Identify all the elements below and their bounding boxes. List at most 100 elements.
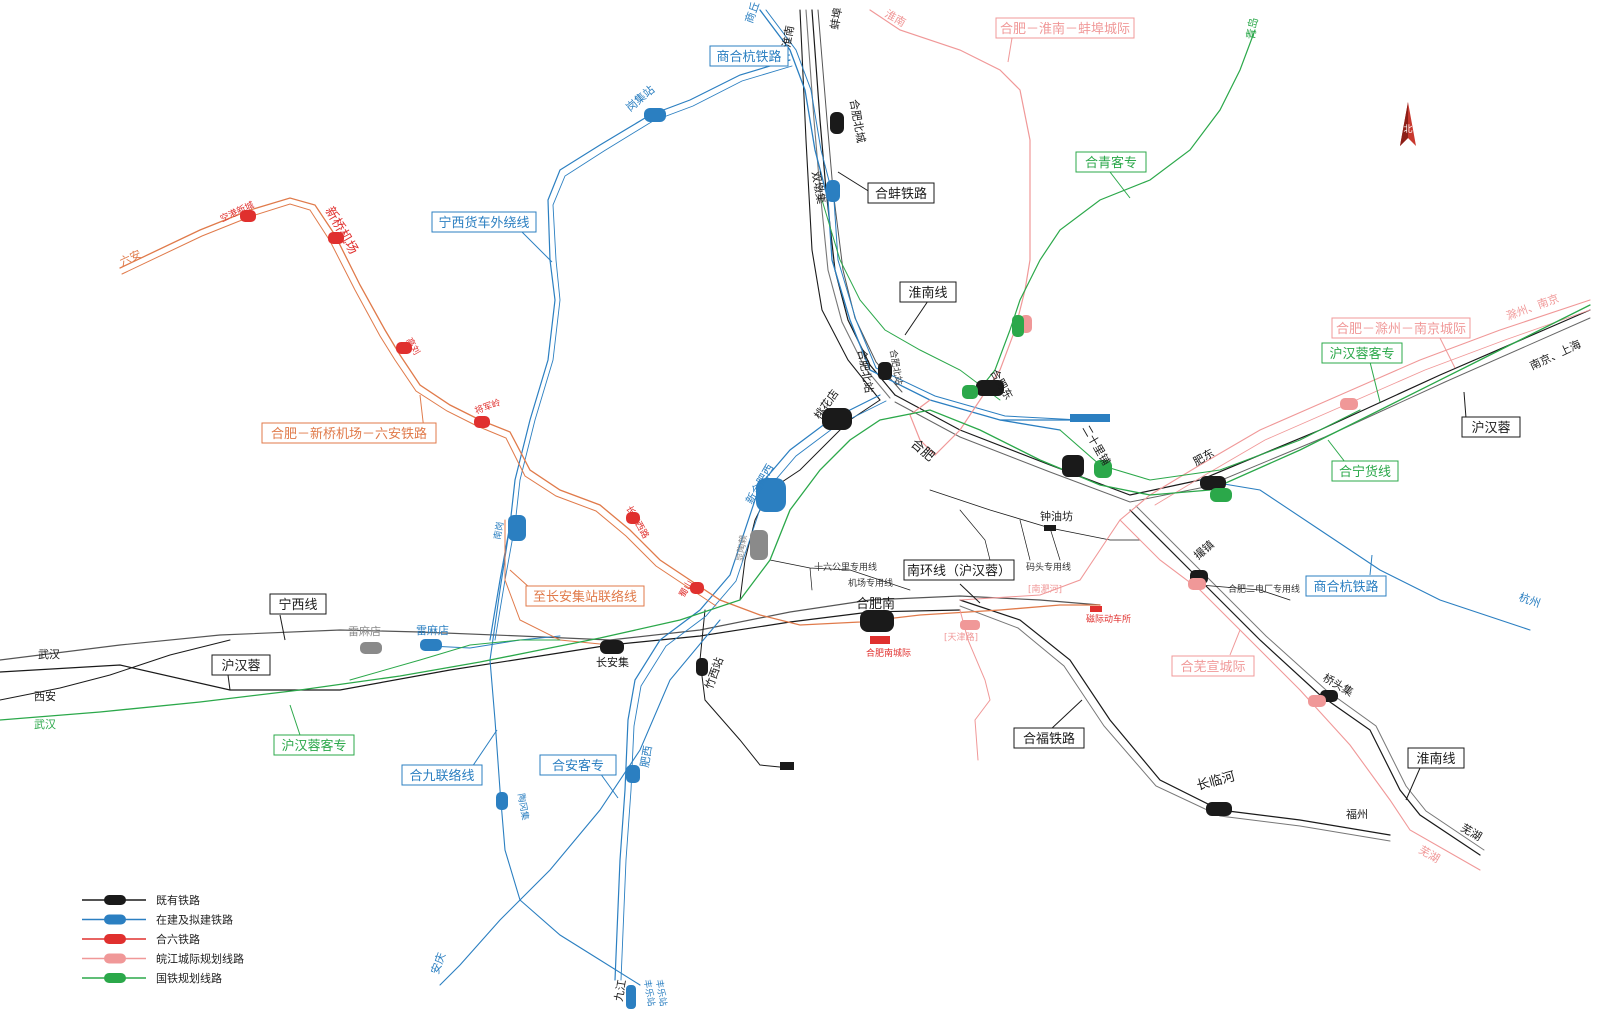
route-hejiu [489, 524, 641, 986]
callout-nanhuan: 南环线（沪汉蓉） [903, 559, 1015, 604]
legend-marker-helu [104, 934, 126, 944]
route-tianjinlu [959, 609, 991, 761]
label-leimadian-gray: 雷麻店 [348, 624, 381, 638]
callout-helu-rail: 合肥－新桥机场－六安铁路 [261, 394, 437, 444]
callout-hefu: 合福铁路 [1013, 699, 1085, 749]
marker-hcn-pink [1340, 398, 1358, 410]
route-xinhefeixi-b [620, 400, 887, 981]
marker-hefei-east [976, 380, 1004, 396]
label-hewuxuan: 合芜宣城际 [1180, 659, 1245, 675]
label-zhongyoufang: 钟油坊 [1040, 509, 1073, 523]
legend-item-existing: 既有铁路 [82, 893, 200, 907]
marker-hefei-south-intercity [870, 636, 890, 644]
label-hean: 合安客专 [552, 758, 604, 774]
label-xianfeng: 显陶赖 [733, 534, 750, 563]
marker-zhuxi [696, 658, 708, 676]
callout-huainan1: 淮南线 [899, 281, 957, 336]
route-hefu-b [959, 605, 1391, 842]
marker-nangang [508, 515, 526, 541]
label-huhanrong2: 沪汉蓉 [221, 658, 260, 674]
label-hefei-south: 合肥南 [856, 596, 895, 612]
route-to-changanji [504, 519, 611, 646]
label-dongdong: 磁际动车所 [1086, 613, 1131, 625]
label-shangqiu: 商丘 [742, 0, 763, 25]
label-ershilipu: 二十里铺 [1079, 423, 1113, 468]
route-huainan-west [799, 9, 881, 401]
marker-shuangdunji [826, 180, 840, 202]
marker-yaozhen-pink [1188, 578, 1206, 590]
callout-hewuxuan: 合芜宣城际 [1171, 629, 1255, 677]
route-huainan-east-b [1135, 505, 1485, 851]
label-ningxi-bypass: 宁西货车外绕线 [438, 215, 529, 231]
route-branch-zhongyoufang [929, 489, 1141, 541]
route-huainan-east [1129, 509, 1481, 856]
marker-changjiangxilu [626, 512, 640, 524]
label-huainan-top: 淮南 [780, 25, 797, 49]
marker-shuanghe [396, 342, 412, 354]
marker-feidong-green [1210, 488, 1232, 502]
label-tianjinlu: [天津路] [944, 631, 978, 643]
marker-tianjinlu-pink [960, 620, 980, 630]
callout-huhanrong-pdl1: 沪汉蓉客专 [1321, 342, 1403, 403]
label-wuhan2: 武汉 [34, 718, 56, 731]
callout-heqing: 合青客专 [1075, 151, 1147, 199]
label-yaozhen: 撮镇 [1191, 537, 1217, 562]
route-leimadian-blue [429, 635, 561, 649]
label-heqing: 合青客专 [1085, 155, 1137, 171]
route-hebeng-trunk-b [805, 9, 891, 399]
callout-huhanrong2: 沪汉蓉 [211, 654, 271, 691]
label-hening-freight: 合宁货线 [1339, 464, 1391, 480]
route-huhanrong-east [894, 309, 1591, 496]
callout-huhanrong1: 沪汉蓉 [1461, 391, 1521, 438]
label-helu-rail: 合肥－新桥机场－六安铁路 [271, 426, 427, 442]
route-hewuxuan [1119, 519, 1481, 871]
label-hhb-intercity: 合肥－淮南－蚌埠城际 [1000, 21, 1130, 37]
route-hefu [959, 599, 1391, 836]
compass-label: 北 [1403, 124, 1412, 135]
legend-marker-national [104, 973, 126, 983]
marker-ershilipu-blue [1070, 414, 1110, 422]
legend-marker-existing [104, 895, 126, 905]
label-hefei-ersu: 合肥二电厂专用线 [1228, 583, 1300, 595]
label-fuzhou: 福州 [1346, 807, 1368, 821]
label-hefei-south-intercity: 合肥南城际 [866, 647, 911, 659]
callout-hcn-intercity: 合肥－滁州－南京城际 [1331, 317, 1471, 369]
callout-hhb-intercity: 合肥－淮南－蚌埠城际 [995, 17, 1135, 63]
legend-label-intercity: 皖江城际规划线路 [156, 952, 244, 966]
marker-changlinhe [1206, 802, 1232, 816]
route-heqing [974, 29, 1256, 396]
label-hefu: 合福铁路 [1023, 731, 1075, 747]
route-hean [439, 619, 721, 986]
route-ningxi-bypass-b [494, 65, 793, 641]
station-markers [240, 108, 1358, 1009]
marker-xinqiao [328, 232, 344, 244]
callout-shanghehang: 商合杭铁路 [709, 45, 791, 67]
callout-ningxi-bypass: 宁西货车外绕线 [431, 211, 553, 263]
callout-hebeng: 合蚌铁路 [837, 171, 935, 204]
callout-huainan2: 淮南线 [1405, 747, 1465, 801]
label-changlinhe: 长临河 [1195, 769, 1237, 794]
label-jichang: 机场专用线 [848, 577, 893, 589]
label-shanghehang: 商合杭铁路 [716, 49, 781, 65]
marker-xinhefeixi [756, 478, 786, 512]
route-hhb-intercity [869, 9, 1031, 456]
label-bengbu-top: 蚌埠 [827, 6, 845, 30]
route-branch-zhongyoufang-2 [959, 509, 1061, 561]
label-shiliulu: 十六公里专用线 [814, 561, 877, 573]
route-helu-b [121, 203, 717, 607]
marker-dongdong [1090, 606, 1102, 612]
marker-fengle [626, 985, 636, 1009]
route-hening-freight [1059, 409, 1361, 481]
route-xian [0, 639, 231, 701]
marker-leimadian-gray [360, 642, 382, 654]
marker-taoguangji [496, 792, 508, 810]
route-branch-yaozhen [1199, 584, 1291, 601]
label-feixi: 肥西 [638, 745, 655, 769]
line-callouts: 商合杭铁路 宁西货车外绕线 合蚌铁路 淮南线 合青客专 合肥－淮南－蚌埠城际 [211, 17, 1521, 801]
label-nanhuan: 南环线（沪汉蓉） [907, 563, 1011, 579]
legend-marker-intercity [104, 953, 126, 964]
route-huhanrong-west [0, 609, 961, 691]
marker-qiaotouji-pink [1308, 695, 1326, 707]
label-hangzhou: 杭州 [1517, 590, 1542, 611]
